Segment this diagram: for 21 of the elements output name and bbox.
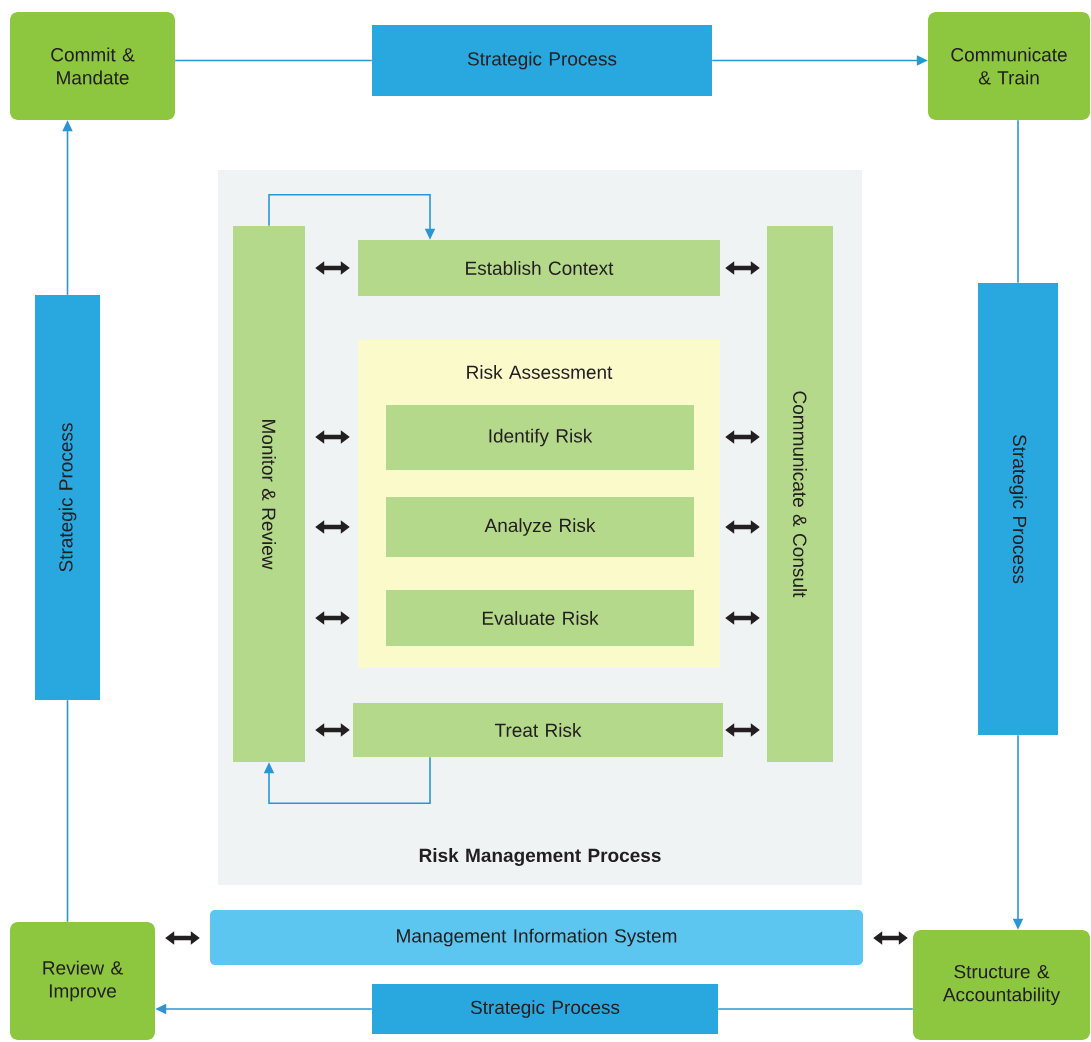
arrow xyxy=(263,756,431,804)
step-box: Treat Risk xyxy=(353,703,723,757)
connector-line xyxy=(717,1008,914,1010)
step-box: Evaluate Risk xyxy=(386,590,694,646)
process-bar: Communicate & Consult xyxy=(767,226,833,762)
process-box: Structure & Accountability xyxy=(913,930,1090,1040)
process-box: Commit & Mandate xyxy=(10,12,175,120)
process-band: Strategic Process xyxy=(35,295,100,700)
step-box: Analyze Risk xyxy=(386,497,694,557)
process-box: Review & Improve xyxy=(10,922,155,1040)
process-box: Communicate & Train xyxy=(928,12,1090,120)
process-band: Strategic Process xyxy=(372,25,712,96)
step-box: Establish Context xyxy=(358,240,720,296)
process-band: Strategic Process xyxy=(978,283,1058,735)
connector-line xyxy=(66,699,69,923)
process-bar: Monitor & Review xyxy=(233,226,305,762)
connector-line xyxy=(1017,119,1019,284)
step-box: Identify Risk xyxy=(386,405,694,470)
connector-line xyxy=(174,59,373,62)
system-bar: Management Information System xyxy=(210,910,863,965)
process-band: Strategic Process xyxy=(372,984,718,1034)
